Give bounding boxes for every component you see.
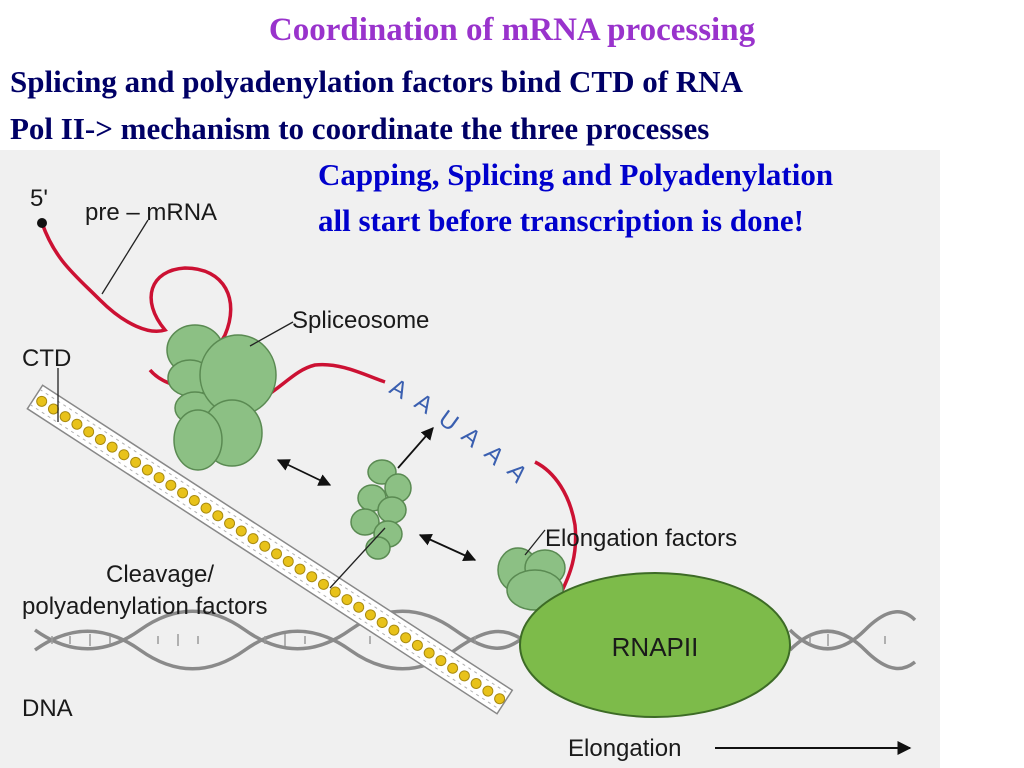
poly-a-signal-base-3: U <box>433 405 463 437</box>
poly-a-signal-base-1: A <box>385 373 412 404</box>
dna-helix <box>33 609 917 671</box>
ctd-tail <box>26 384 514 715</box>
pre-mrna-strand <box>40 222 578 596</box>
five-prime-label: 5' <box>30 185 48 212</box>
rnapii-label: RNAPII <box>612 632 699 662</box>
pre-mrna-label: pre – mRNA <box>85 199 217 226</box>
callout-note-line-2: all start before transcription is done! <box>318 203 804 238</box>
spliceosome-complex <box>166 324 277 471</box>
subtitle: Splicing and polyadenylation factors bin… <box>10 58 1020 152</box>
transcription-diagram: 5' pre – mRNA Spliceosome CTD A A U A A … <box>22 185 917 762</box>
leader-lines <box>57 219 546 589</box>
cleavage-label-line-1: Cleavage/ <box>106 561 214 588</box>
rnapii-enzyme <box>519 572 791 718</box>
poly-a-signal: A A U A A A <box>385 373 532 487</box>
cleavage-label-line-2: polyadenylation factors <box>22 593 267 620</box>
elongation-factors-label: Elongation factors <box>545 525 737 552</box>
dna-label: DNA <box>22 695 73 722</box>
poly-a-signal-base-2: A <box>410 388 438 419</box>
poly-a-signal-base-6: A <box>502 458 533 488</box>
interaction-arrows <box>276 427 477 562</box>
five-prime-end <box>37 218 47 228</box>
cleavage-factor-complex <box>350 459 412 560</box>
elongation-factor-complex <box>497 547 566 611</box>
ctd-label: CTD <box>22 345 71 372</box>
callout-note-line-1: Capping, Splicing and Polyadenylation <box>318 157 834 192</box>
poly-a-signal-base-4: A <box>456 422 486 453</box>
slide-title: Coordination of mRNA processing <box>268 12 756 48</box>
spliceosome-label: Spliceosome <box>292 307 429 334</box>
subtitle-line-2: Pol II-> mechanism to coordinate the thr… <box>10 111 710 146</box>
elongation-label: Elongation <box>568 735 681 762</box>
subtitle-line-1: Splicing and polyadenylation factors bin… <box>10 64 743 99</box>
callout-note: Capping, Splicing and Polyadenylation al… <box>318 152 1024 244</box>
figure-panel: 5' pre – mRNA Spliceosome CTD A A U A A … <box>0 150 940 768</box>
poly-a-signal-base-5: A <box>479 440 509 471</box>
